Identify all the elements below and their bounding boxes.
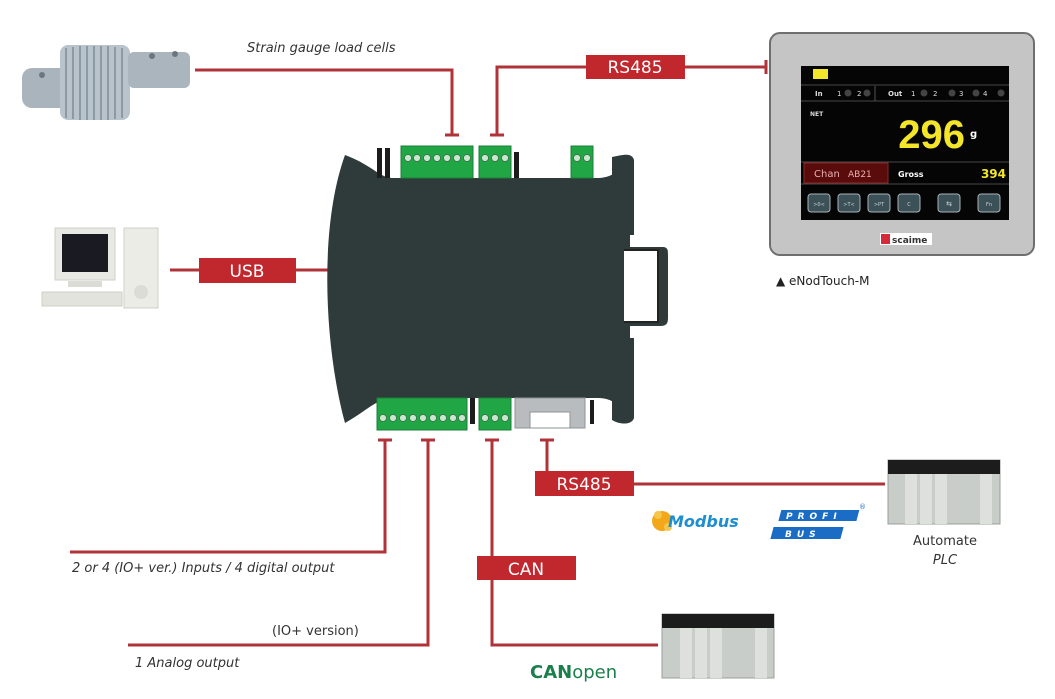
plc-image-bottom [661,613,775,679]
gross-value: 394 [981,167,1006,181]
svg-text:PROFI: PROFI [786,512,842,522]
computer-image [41,227,159,309]
rs485-top-text: RS485 [607,58,662,78]
svg-text:>PT: >PT [874,202,885,208]
svg-text:>0<: >0< [813,202,825,208]
rs485-bottom-label: RS485 [535,471,634,496]
gross-label: Gross [898,170,924,179]
tare-button[interactable]: >T< [837,193,861,213]
load-cell-image [22,45,190,120]
output-3-label: 3 [959,90,963,98]
rs485-top-label: RS485 [586,55,685,79]
svg-text:C: C [907,202,911,208]
profibus-logo: PROFI BUS ® [770,503,866,540]
usb-text: USB [230,262,265,282]
plc-image-top [887,459,1001,525]
output-4-label: 4 [983,90,988,98]
net-label: NET [810,111,824,118]
weight-value: 296 [898,113,965,157]
input-2-label: 2 [857,90,861,98]
bargraph-indicator [813,69,828,79]
svg-text:>T<: >T< [843,202,854,208]
analog-caption: 1 Analog output [135,656,240,671]
channel-value: AB21 [848,170,872,180]
switch-icon: ⇆ [946,200,952,208]
load-cells-caption: Strain gauge load cells [247,41,396,56]
inputs-label: In [815,90,823,98]
svg-text:Modbus: Modbus [668,512,739,531]
can-label: CAN [477,556,576,580]
weight-unit: g [970,129,977,140]
output-1-label: 1 [911,90,915,98]
io-plus-note: (IO+ version) [272,624,359,639]
fn-button[interactable]: Fn [977,193,1001,213]
channel-label: Chan [814,169,840,180]
svg-text:Fn: Fn [986,202,992,208]
registered-icon: ® [859,503,866,511]
channel-box[interactable] [803,162,889,184]
output-2-label: 2 [933,90,937,98]
can-text: CAN [508,560,544,580]
modbus-logo: Modbus [652,511,739,531]
switch-button[interactable]: ⇆ [937,193,961,213]
plc-label-line1: Automate [913,534,977,549]
display-caption: ▲ eNodTouch-M [776,274,870,288]
enodtouch-display: In 1 2 Out 1 2 3 4 NET 296 g Chan AB21 G… [769,32,1035,256]
outputs-label: Out [888,90,903,98]
svg-text:scaime: scaime [892,236,927,246]
svg-text:BUS: BUS [785,530,821,540]
preset-tare-button[interactable]: >PT [867,193,891,213]
clear-button[interactable]: C [897,193,921,213]
digital-io-caption: 2 or 4 (IO+ ver.) Inputs / 4 digital out… [72,561,335,576]
canopen-logo: CANopen [530,662,617,683]
usb-label: USB [199,258,296,283]
scaime-logo: scaime [880,233,932,246]
plc-label-line2: PLC [933,553,958,568]
zero-button[interactable]: >0< [807,193,831,213]
svg-text:CANopen: CANopen [530,662,617,683]
rs485-bottom-text: RS485 [556,475,611,495]
enod-device [327,145,668,431]
input-1-label: 1 [837,90,841,98]
